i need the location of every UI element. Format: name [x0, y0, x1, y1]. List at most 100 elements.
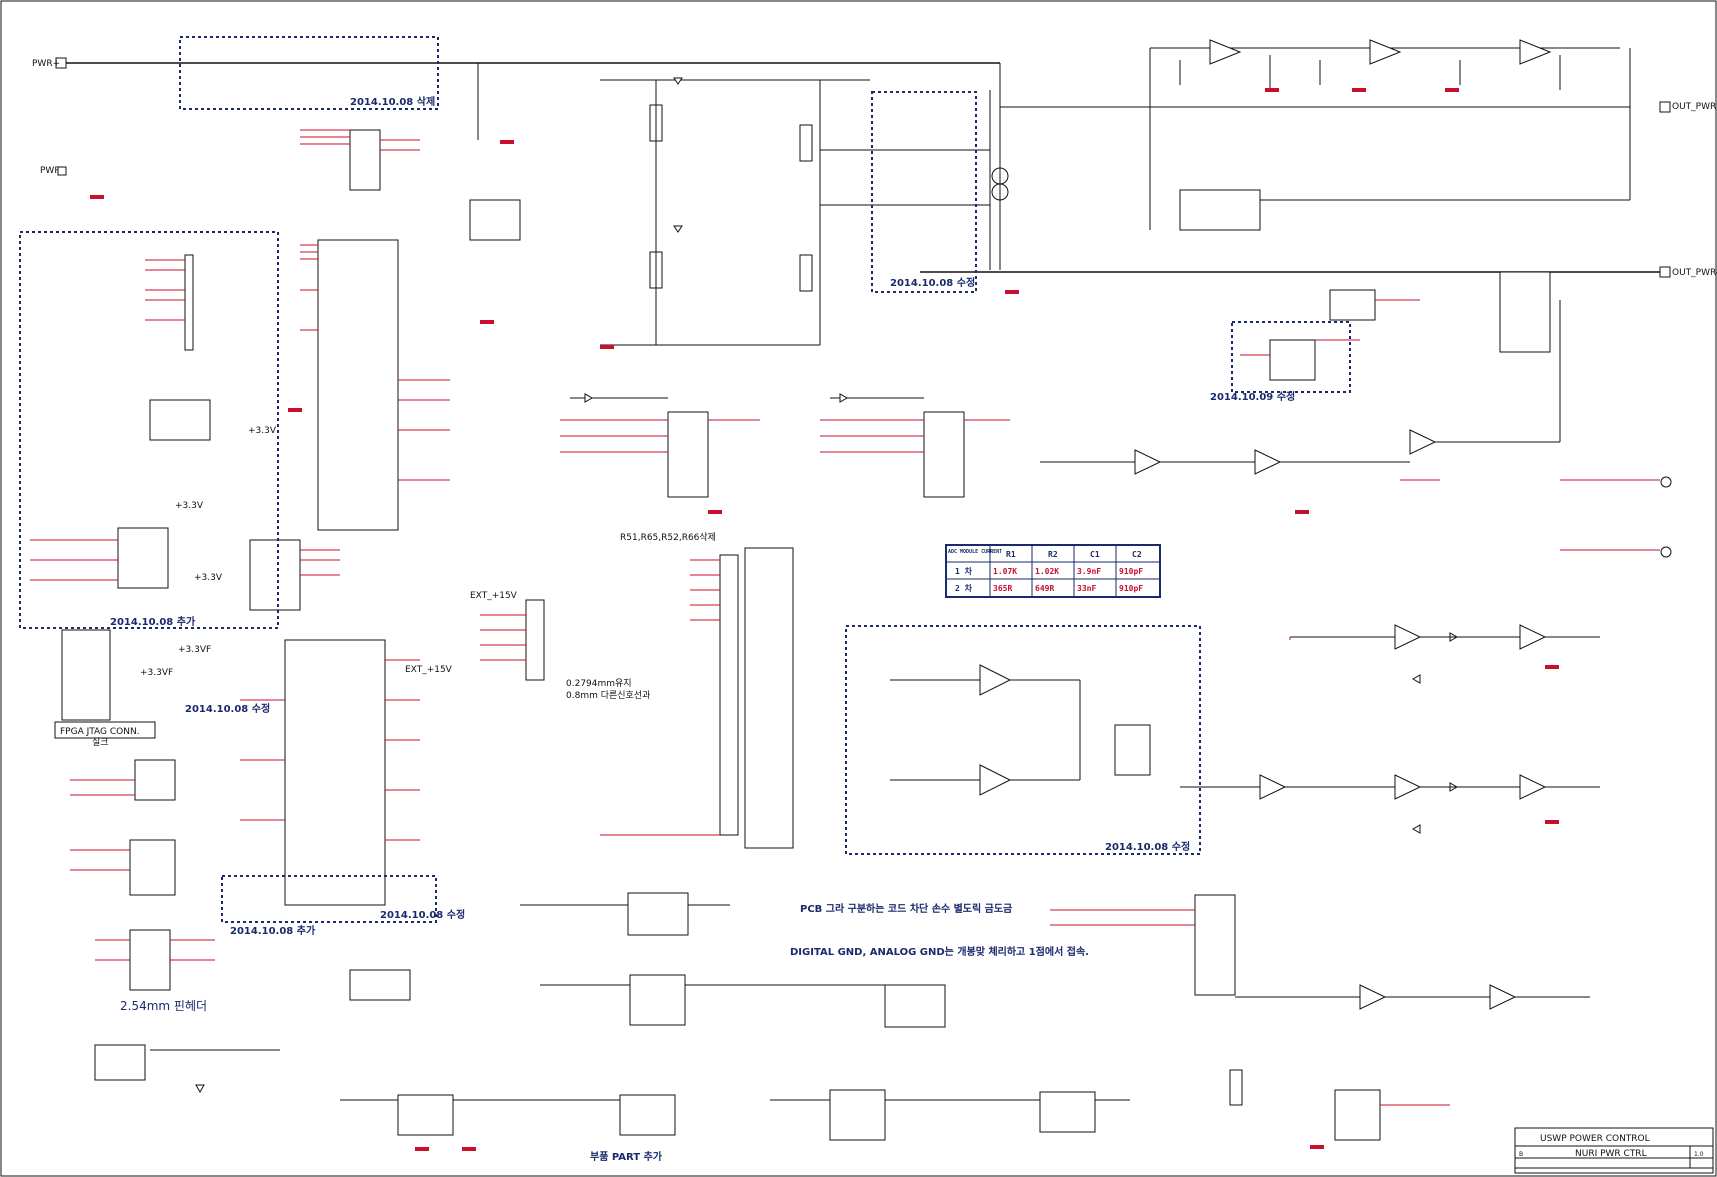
reg-u9	[349, 969, 411, 1001]
pwr-minus-port	[57, 166, 67, 176]
ldo-u18	[629, 974, 686, 1026]
deleted-region-box	[179, 36, 439, 110]
right-filter-chain	[1040, 271, 1672, 558]
adc-table-row2-c2: 910pF	[1119, 584, 1143, 593]
added-region-bottom-box	[221, 875, 437, 923]
voltage-33vf-e: +3.3VF	[140, 668, 173, 678]
iso-u7	[469, 199, 521, 241]
gate-driver-u15	[923, 411, 965, 498]
note-added-1008-bottom: 2014.10.08 추가	[230, 924, 316, 937]
reg-u22	[1334, 1089, 1381, 1141]
voltage-ext-15v-b: EXT_+15V	[405, 665, 453, 675]
adc-table-row2-label: 2 차	[955, 583, 973, 593]
adc-table-row2-c1: 33nF	[1077, 584, 1096, 593]
adc-table-h-c2: C2	[1132, 550, 1142, 559]
adc-table-row1-label: 1 차	[955, 566, 973, 576]
isolator-u4	[117, 527, 169, 589]
out-pwr-plus-port	[1659, 101, 1671, 113]
isolator-u5	[249, 539, 301, 611]
adc-header	[719, 554, 739, 836]
note-modified-1008-jtag: 2014.10.08 수정	[185, 702, 270, 715]
fpga-adc-header	[317, 239, 399, 531]
top-right-opamp-chain	[1149, 39, 1631, 231]
note-trace-1: 0.2794mm유지	[566, 678, 632, 689]
regulator-u3	[149, 399, 211, 441]
title-block-size: B	[1519, 1151, 1523, 1158]
note-added-1008-left: 2014.10.08 추가	[110, 615, 196, 628]
header-j1	[184, 254, 194, 351]
adc-u16	[1329, 289, 1376, 321]
adc-chip-u13	[744, 547, 794, 849]
pwr-plus-port	[55, 57, 67, 69]
connector-j10	[1229, 1069, 1243, 1106]
fpga-connector-area	[61, 129, 545, 1001]
dcdc-u17	[627, 892, 689, 936]
note-modified-1008-mid: 2014.10.08 수정	[1105, 840, 1190, 853]
fpga-bank	[284, 639, 386, 906]
note-modified-1008-transformer: 2014.10.08 수정	[890, 276, 975, 289]
adc-table-row1-c2: 910pF	[1119, 567, 1143, 576]
dcdc-u23	[619, 1094, 676, 1136]
connector-u1	[349, 129, 381, 191]
adc-table-row1-c1: 3.9nF	[1077, 567, 1101, 576]
modified-1009-box	[1231, 321, 1351, 393]
jtag-label: FPGA JTAG CONN.	[60, 727, 140, 737]
adc-u17	[1269, 339, 1316, 381]
adc-chip-area	[600, 547, 794, 849]
voltage-ext-15v: EXT_+15V	[470, 591, 518, 601]
level-shifter-u6	[134, 759, 176, 801]
ground-symbols	[90, 88, 1559, 1151]
title-block-doc: NURI PWR CTRL	[1575, 1149, 1647, 1159]
gate-driver-section	[560, 393, 1010, 498]
net-labels-left	[30, 129, 526, 961]
note-modified-1008-bottom: 2014.10.08 수정	[380, 908, 465, 921]
adc-table-h-r1: R1	[1006, 550, 1016, 559]
adc-table-h-r2: R2	[1048, 550, 1058, 559]
note-deleted-1008: 2014.10.08 삭제	[350, 95, 435, 108]
adc-table-row1-r2: 1.02K	[1035, 567, 1059, 576]
out-pwr-plus-label: OUT_PWR+	[1672, 102, 1717, 112]
right-rectifier-lower	[1180, 774, 1600, 834]
adc-table-row2-r1: 365R	[993, 584, 1012, 593]
transformer-modified-box	[871, 91, 977, 293]
header-254-label: 2.54mm 핀헤더	[120, 999, 207, 1013]
current-sense-circuit	[890, 664, 1151, 796]
voltage-33v-b: +3.3V	[175, 501, 204, 511]
voltage-33v-a: +3.3V	[248, 426, 277, 436]
mosfet-bridge	[600, 77, 1009, 346]
note-extra-part: 부품 PART 추가	[590, 1150, 663, 1163]
out-pwr-minus-port	[1659, 266, 1671, 278]
pwr-plus-label: PWR+	[32, 59, 60, 69]
note-pcb: PCB 그라 구분하는 코드 차단 손수 별도릭 금도금	[800, 902, 1012, 915]
voltage-33vf-d: +3.3VF	[178, 645, 211, 655]
note-deleted-resistors: R51,R65,R52,R66삭제	[620, 532, 716, 543]
silk-label: 실크	[92, 737, 109, 748]
note-modified-1009: 2014.10.09 수정	[1210, 390, 1295, 403]
current-sense-modified-box	[845, 625, 1201, 855]
level-shifter-u8	[129, 839, 176, 896]
dcdc-u25	[1039, 1091, 1096, 1133]
title-block	[1514, 1127, 1714, 1174]
out-pwr-minus-label: OUT_PWR-	[1672, 268, 1717, 278]
gate-driver-u14	[667, 411, 709, 498]
iso-adc-u23	[1194, 894, 1236, 996]
jtag-label-box	[54, 721, 156, 739]
adc-table-h-c1: C1	[1090, 550, 1100, 559]
right-rectifier-upper	[1289, 624, 1600, 684]
note-trace-2: 0.8mm 다른신호선과	[566, 690, 650, 701]
adc-table: ADC MODULE CURRENT R1 R2 C1 C2 1 차 1.07K…	[945, 544, 1161, 598]
adc-table-title: ADC MODULE CURRENT	[948, 549, 1002, 555]
adc-table-row1-r1: 1.07K	[993, 567, 1017, 576]
ldo-u21	[94, 1044, 146, 1081]
bottom-power-supplies	[94, 892, 1243, 1141]
adc-table-row2-r2: 649R	[1035, 584, 1054, 593]
top-power-bus	[55, 57, 1671, 345]
right-bottom-isolated-adc	[1050, 894, 1590, 1141]
header-j3	[525, 599, 545, 681]
current-transducer-u3	[1499, 271, 1551, 353]
added-region-left-box	[19, 231, 279, 629]
ldo-u22	[397, 1094, 454, 1136]
title-block-title: USWP POWER CONTROL	[1540, 1134, 1650, 1144]
